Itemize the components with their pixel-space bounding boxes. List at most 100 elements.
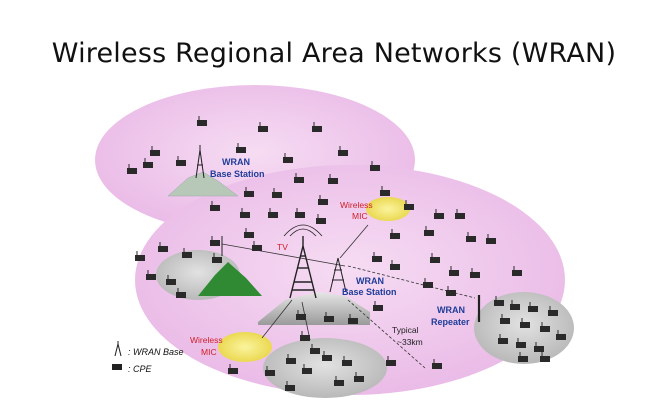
cpe-device-icon <box>338 146 348 156</box>
cpe-device-icon <box>322 351 332 361</box>
cpe-device-icon <box>328 174 338 184</box>
tower-main <box>283 224 323 299</box>
label-wran-base-station-top: WRAN Base Station <box>210 157 265 179</box>
cpe-devices <box>127 116 566 391</box>
cpe-device-icon <box>390 260 400 270</box>
coverage-bottom-gray <box>263 338 387 398</box>
cpe-device-icon <box>240 208 250 218</box>
label-wran-base-station-center: WRAN Base Station <box>342 276 397 297</box>
cpe-device-icon <box>386 356 396 366</box>
cpe-device-icon <box>285 381 295 391</box>
cpe-device-icon <box>424 226 434 236</box>
cpe-device-icon <box>236 143 246 153</box>
cpe-device-icon <box>348 314 358 324</box>
cpe-device-icon <box>127 164 137 174</box>
cpe-device-icon <box>135 251 145 261</box>
cpe-device-icon <box>212 253 222 263</box>
page-title: Wireless Regional Area Networks (WRAN) <box>51 38 617 69</box>
cpe-device-icon <box>228 364 238 374</box>
cpe-device-icon <box>354 372 364 382</box>
cpe-device-icon <box>258 122 268 132</box>
cpe-device-icon <box>318 195 328 205</box>
cpe-device-icon <box>540 352 550 362</box>
cpe-device-icon <box>373 301 383 311</box>
cpe-device-icon <box>372 252 382 262</box>
cpe-device-icon <box>244 187 254 197</box>
towers <box>114 145 481 357</box>
mic-zone-top <box>366 197 410 221</box>
link-mic-top <box>339 224 369 259</box>
cpe-device-icon <box>150 146 160 156</box>
cpe-device-icon <box>518 352 528 362</box>
cpe-device-icon <box>498 334 508 344</box>
tower-center <box>329 257 347 293</box>
cpe-device-icon <box>500 314 510 324</box>
cpe-device-icon <box>252 241 262 251</box>
cpe-device-icon <box>446 286 456 296</box>
cpe-device-icon <box>334 376 344 386</box>
label-wireless-mic-top: Wireless MIC <box>340 200 375 221</box>
hill-top-left <box>167 171 239 197</box>
legend-tower-icon <box>114 341 122 357</box>
cpe-device-icon <box>143 158 153 168</box>
cpe-device-icon <box>540 322 550 332</box>
link-tv <box>221 243 346 267</box>
cpe-device-icon <box>166 275 176 285</box>
cpe-device-icon <box>494 296 504 306</box>
cpe-device-icon <box>534 342 544 352</box>
cpe-device-icon <box>520 318 530 328</box>
cpe-device-icon <box>324 312 334 322</box>
cpe-device-icon <box>430 253 440 263</box>
cpe-device-icon <box>265 366 275 376</box>
link-mic-bottom <box>261 299 293 339</box>
links <box>221 224 476 369</box>
cpe-device-icon <box>244 228 254 238</box>
hill-center-gray <box>258 292 370 325</box>
legend-cpe-icon <box>112 364 122 370</box>
link-bottom <box>301 301 311 341</box>
mic-zone-bottom <box>218 332 272 362</box>
cpe-device-icon <box>404 200 414 210</box>
cpe-device-icon <box>466 232 476 242</box>
cpe-device-icon <box>176 156 186 166</box>
cpe-device-icon <box>548 306 558 316</box>
cpe-device-icon <box>390 229 400 239</box>
cpe-device-icon <box>342 356 352 366</box>
hill-green <box>198 262 262 296</box>
cpe-device-icon <box>146 270 156 280</box>
cpe-device-icon <box>432 359 442 369</box>
cpe-device-icon <box>283 153 293 163</box>
coverage-areas <box>95 85 574 398</box>
cpe-device-icon <box>300 331 310 341</box>
cpe-device-icon <box>158 242 168 252</box>
cpe-device-icon <box>176 288 186 298</box>
cpe-device-icon <box>210 201 220 211</box>
cpe-device-icon <box>197 116 207 126</box>
cpe-device-icon <box>528 302 538 312</box>
cpe-device-icon <box>380 186 390 196</box>
cpe-device-icon <box>510 300 520 310</box>
cpe-device-icon <box>210 236 220 246</box>
label-tv: TV <box>277 242 288 252</box>
link-repeater <box>347 265 476 299</box>
tower-top-left <box>195 145 205 179</box>
cpe-device-icon <box>434 209 444 219</box>
cpe-device-icon <box>449 266 459 276</box>
label-typical-distance: Typical ~33km <box>392 325 423 347</box>
cpe-device-icon <box>370 161 380 171</box>
cpe-device-icon <box>312 122 322 132</box>
legend-cpe-label: : CPE <box>128 364 153 374</box>
link-distance <box>347 299 426 369</box>
cpe-device-icon <box>423 278 433 288</box>
cpe-device-icon <box>295 208 305 218</box>
label-wireless-mic-bottom: Wireless MIC <box>190 335 225 357</box>
cpe-device-icon <box>310 344 320 354</box>
cpe-device-icon <box>302 364 312 374</box>
cpe-device-icon <box>316 214 326 224</box>
label-wran-repeater: WRAN Repeater <box>431 305 470 327</box>
cpe-device-icon <box>296 310 306 320</box>
cpe-device-icon <box>294 173 304 183</box>
cpe-device-icon <box>516 338 526 348</box>
labels: WRAN Base Station Wireless MIC TV WRAN B… <box>190 157 470 357</box>
terrain <box>167 171 370 325</box>
